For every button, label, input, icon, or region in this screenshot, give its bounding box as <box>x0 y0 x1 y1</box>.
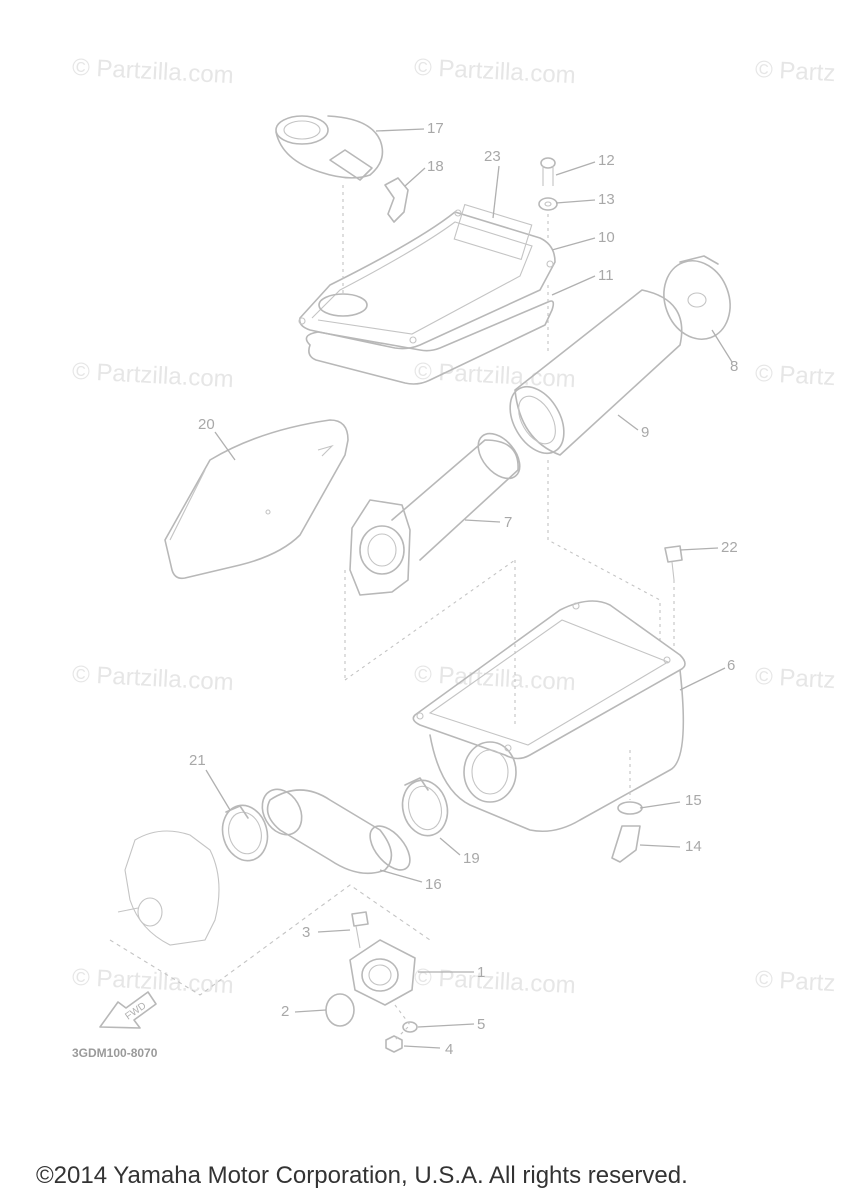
part-2-o-ring <box>325 993 355 1027</box>
part-3-bolt <box>351 911 369 949</box>
callout-23: 23 <box>484 148 501 165</box>
part-15-clamp <box>617 750 643 815</box>
callout-15: 15 <box>685 792 702 809</box>
part-1-intake-manifold <box>349 939 416 1006</box>
part-6-air-cleaner-case <box>412 600 686 833</box>
part-8-element-cap <box>663 255 731 340</box>
part-22-bolt <box>664 545 683 650</box>
callout-10: 10 <box>598 229 615 246</box>
part-14-drain-cap <box>611 825 641 863</box>
part-12-screw <box>540 157 556 186</box>
callout-1: 1 <box>477 964 486 981</box>
callout-16: 16 <box>425 876 442 893</box>
carburetor-outline <box>117 830 220 946</box>
part-21-clamp <box>221 804 269 862</box>
part-20-side-plate <box>164 419 349 580</box>
part-4-nut <box>385 1035 403 1053</box>
callout-20: 20 <box>198 416 215 433</box>
callout-17: 17 <box>427 120 444 137</box>
part-18-elbow-fitting <box>384 177 409 223</box>
part-17-intake-duct <box>275 115 384 181</box>
callout-8: 8 <box>730 358 739 375</box>
callout-2: 2 <box>281 1003 290 1020</box>
callout-11: 11 <box>598 267 614 284</box>
diagram-code: 3GDM100-8070 <box>72 1046 158 1060</box>
callout-9: 9 <box>641 424 650 441</box>
callout-6: 6 <box>727 657 736 674</box>
callout-3: 3 <box>302 924 311 941</box>
callout-4: 4 <box>445 1041 454 1058</box>
callout-5: 5 <box>477 1016 486 1033</box>
part-16-intake-joint <box>261 788 411 875</box>
part-9-filter-element <box>509 289 683 456</box>
part-5-washer <box>402 1021 418 1033</box>
copyright-notice: ©2014 Yamaha Motor Corporation, U.S.A. A… <box>36 1162 688 1189</box>
fwd-arrow-icon: FWD <box>99 991 157 1029</box>
part-13-washer <box>538 197 558 211</box>
callout-18: 18 <box>427 158 444 175</box>
callout-12: 12 <box>598 152 615 169</box>
callout-21: 21 <box>189 752 206 769</box>
part-10-case-cover <box>298 203 556 350</box>
part-19-clamp <box>401 777 449 837</box>
callout-13: 13 <box>598 191 615 208</box>
callout-7: 7 <box>504 514 513 531</box>
callout-22: 22 <box>721 539 738 556</box>
leader-lines <box>205 128 733 1049</box>
callout-14: 14 <box>685 838 702 855</box>
part-11-gasket <box>305 300 555 385</box>
part-7-joint-tube <box>349 432 521 596</box>
callout-19: 19 <box>463 850 480 867</box>
